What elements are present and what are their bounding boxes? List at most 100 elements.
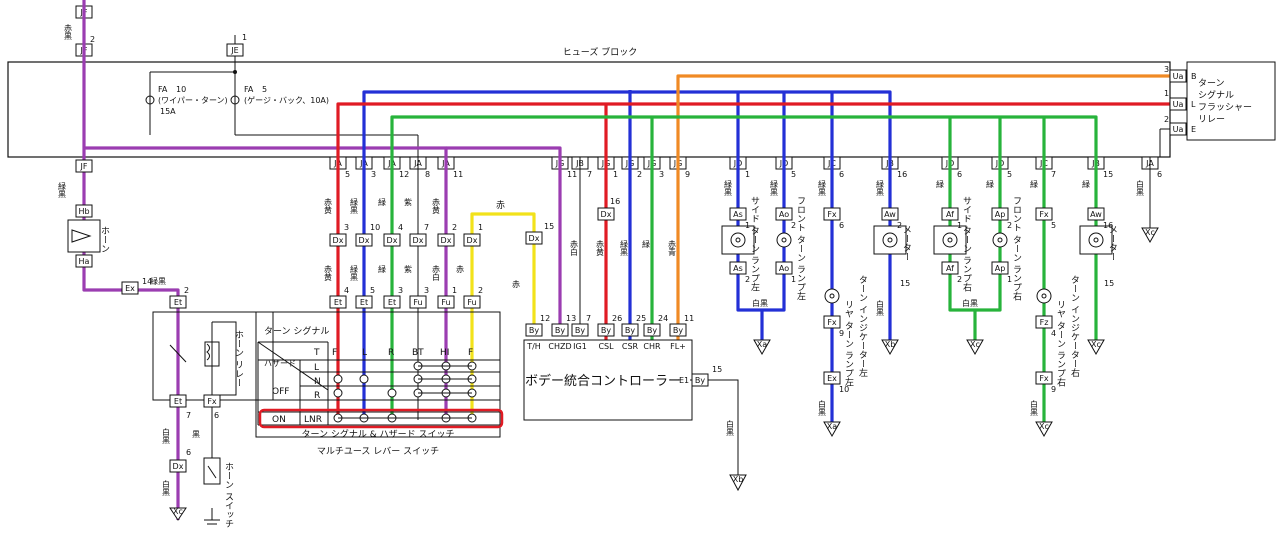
wire-orange-fl <box>676 74 1170 340</box>
svg-text:11: 11 <box>453 170 463 179</box>
wire-meter-right: 緑 <box>1082 179 1091 188</box>
svg-text:B: B <box>1191 72 1197 81</box>
fuse-connector-jg-2: JG2 <box>621 156 642 179</box>
svg-text:7: 7 <box>424 223 429 232</box>
switch-mid-connector-1: Dx <box>355 233 373 247</box>
svg-text:赤青: 赤青 <box>668 240 677 257</box>
svg-text:Xb: Xb <box>733 475 744 484</box>
svg-text:1: 1 <box>745 170 750 179</box>
svg-text:1: 1 <box>791 275 796 284</box>
svg-text:3: 3 <box>1164 65 1169 74</box>
fuse-connector-jd-1: JD1 <box>729 156 750 179</box>
svg-text:25: 25 <box>636 314 646 323</box>
svg-text:Aw: Aw <box>884 210 896 219</box>
svg-text:By: By <box>601 326 611 335</box>
svg-text:10: 10 <box>370 223 380 232</box>
fuse-connector-jg-1: JG1 <box>597 156 618 179</box>
svg-text:フラッシャー: フラッシャー <box>1198 102 1252 113</box>
svg-text:紫: 紫 <box>404 198 413 206</box>
svg-text:Fx: Fx <box>827 318 837 327</box>
svg-text:白黒: 白黒 <box>162 479 171 497</box>
ground-xa: Xa <box>753 339 771 356</box>
svg-text:L: L <box>1191 100 1196 109</box>
flasher-relay: ターン シグナル フラッシャー リレー Ua 3 B Ua 1 L Ua 2 E <box>1159 61 1276 157</box>
svg-text:ホーン: ホーン <box>99 226 110 253</box>
svg-text:赤白: 赤白 <box>432 265 441 282</box>
svg-text:15: 15 <box>1104 279 1114 288</box>
svg-text:10: 10 <box>839 385 849 394</box>
svg-text:4: 4 <box>344 286 349 295</box>
svg-text:16: 16 <box>897 170 907 179</box>
svg-text:16: 16 <box>1103 221 1113 230</box>
svg-text:緑黒: 緑黒 <box>350 264 359 282</box>
svg-text:Xa: Xa <box>757 340 767 349</box>
switch-subtitle: ターン シグナル & ハザード スイッチ <box>301 428 454 440</box>
svg-text:Dx: Dx <box>441 236 452 245</box>
svg-text:12: 12 <box>399 170 409 179</box>
svg-text:16: 16 <box>610 197 620 206</box>
switch-low-connector-1: Et <box>355 295 373 309</box>
wire-red-main <box>336 102 1170 420</box>
connector-jf-top: JF JF 2 赤黒 <box>64 5 95 57</box>
svg-text:12: 12 <box>540 314 550 323</box>
svg-text:1: 1 <box>242 33 247 42</box>
fuse-fa10-name: (ワイパー・ターン) <box>158 96 228 105</box>
svg-text:F: F <box>332 348 337 358</box>
fuse-connector-ja-8: JA8 <box>409 156 430 179</box>
svg-text:Dx: Dx <box>529 234 540 243</box>
lamp-meter-left <box>873 225 907 255</box>
fuse-connector-jd-6: JD6 <box>941 156 962 179</box>
svg-text:JF: JF <box>80 162 88 171</box>
svg-text:Dx: Dx <box>387 236 398 245</box>
fuse-connector-ja-3: JA3 <box>355 156 376 179</box>
svg-text:2: 2 <box>637 170 642 179</box>
lamp-right-front <box>992 232 1008 248</box>
wire-left-gb: 緑黒 <box>724 179 733 197</box>
svg-text:By: By <box>529 326 539 335</box>
svg-text:Dx: Dx <box>601 210 612 219</box>
label-right-rear: リヤ ターン ランプ右 <box>1055 300 1066 388</box>
svg-text:7: 7 <box>587 170 592 179</box>
wire-meter-left: 緑黒 <box>876 179 885 197</box>
svg-text:6: 6 <box>186 448 191 457</box>
svg-text:6: 6 <box>1157 170 1162 179</box>
lever-switch-label: マルチユース レバー スイッチ <box>317 446 439 457</box>
svg-text:Ao: Ao <box>779 264 789 273</box>
wire-left-rear: 緑黒 <box>818 179 827 197</box>
svg-text:2: 2 <box>478 286 483 295</box>
svg-text:6: 6 <box>214 411 219 420</box>
svg-text:白黒: 白黒 <box>162 427 171 445</box>
horn-wire-mid: 緑黒 <box>58 181 67 199</box>
svg-text:リレー: リレー <box>1198 115 1225 125</box>
label-right-side: サイド ターン ランプ右 <box>961 196 972 293</box>
fuse-connector-jd-5: JD5 <box>775 156 796 179</box>
svg-text:15: 15 <box>1103 170 1113 179</box>
svg-text:14: 14 <box>142 277 152 286</box>
svg-text:シグナル: シグナル <box>1198 89 1234 101</box>
svg-text:Et: Et <box>174 298 182 307</box>
svg-text:By: By <box>673 326 683 335</box>
conn-left-as-low: As2 <box>729 261 750 284</box>
svg-text:CSL: CSL <box>598 342 614 351</box>
conn-meter-left: Aw2 <box>881 207 902 230</box>
svg-text:Dx: Dx <box>173 462 184 471</box>
horn-wire-top: 赤黒 <box>64 24 73 41</box>
switch-low-connector-0: Et <box>329 295 347 309</box>
svg-text:7: 7 <box>1051 170 1056 179</box>
svg-text:白黒: 白黒 <box>726 419 735 437</box>
svg-text:By: By <box>575 326 585 335</box>
fuse-fa5-code: FA <box>244 85 254 94</box>
switch-table-title: ターン シグナル <box>264 325 329 337</box>
svg-text:Dx: Dx <box>413 236 424 245</box>
svg-text:1: 1 <box>613 170 618 179</box>
svg-text:Ua: Ua <box>1173 125 1184 134</box>
lamp-right-side <box>933 225 967 255</box>
svg-text:R: R <box>388 348 394 358</box>
svg-text:1: 1 <box>1007 275 1012 284</box>
